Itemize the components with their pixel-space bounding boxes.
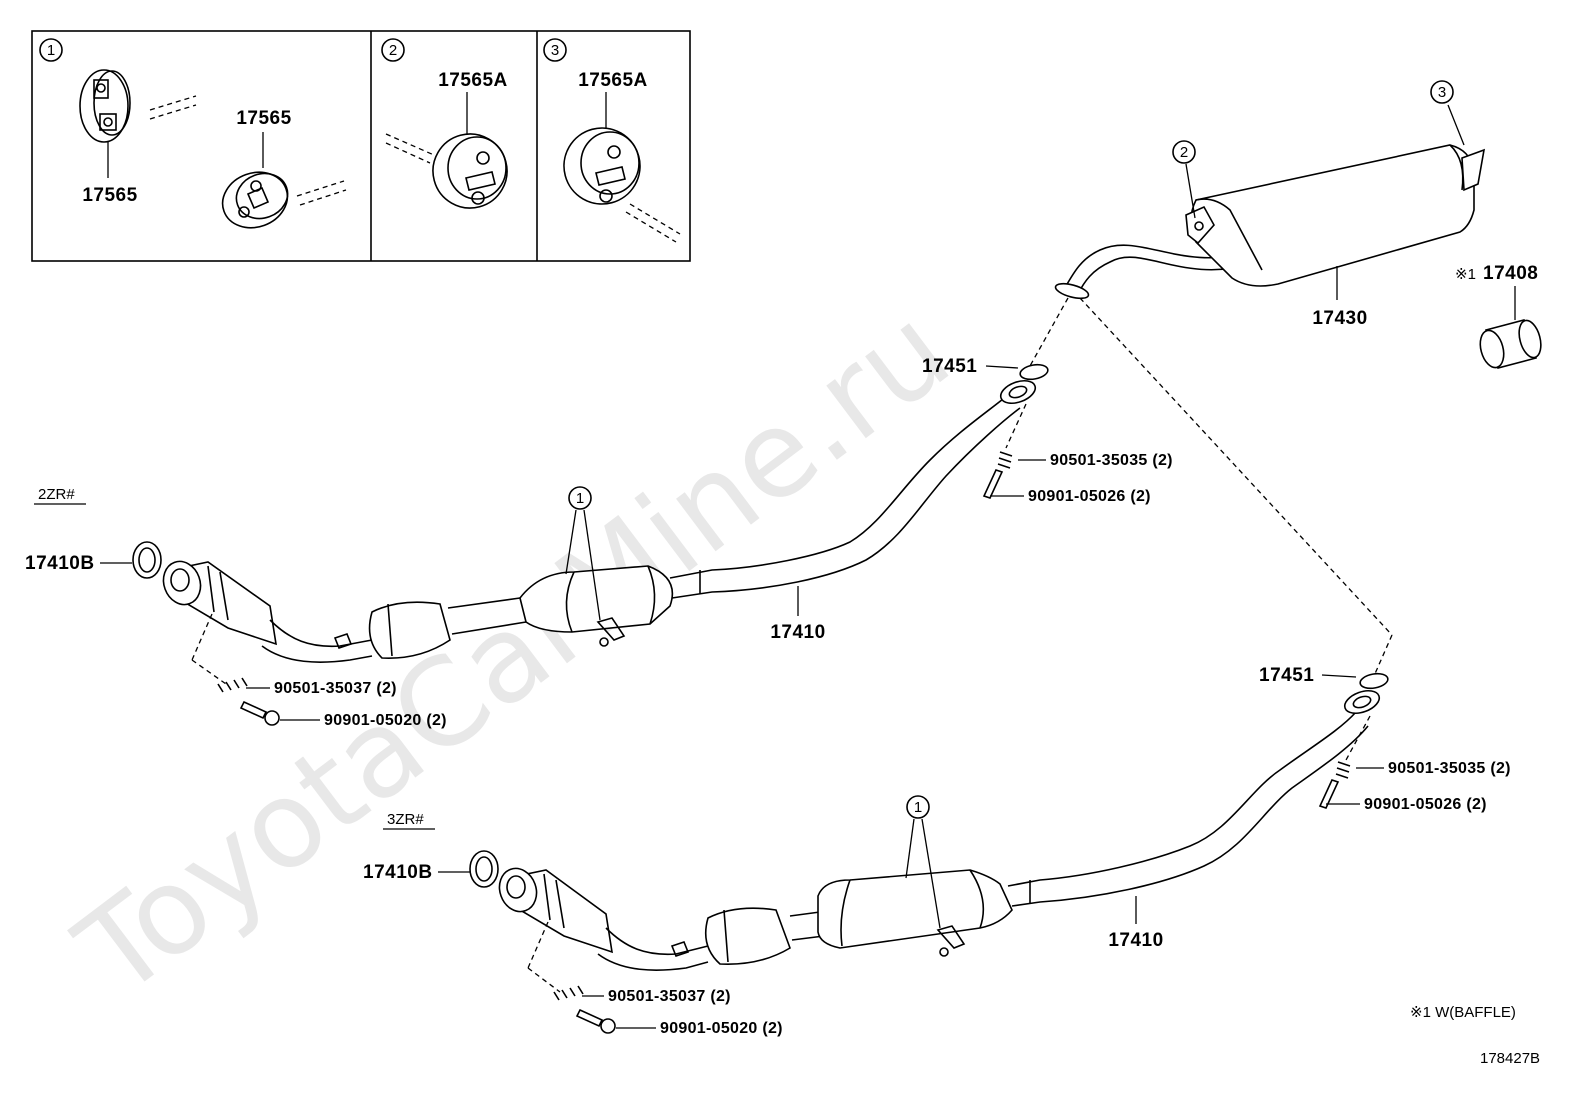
- marker-3-text: 3: [1438, 84, 1446, 101]
- inset-2: 2 17565A: [381, 38, 508, 209]
- part-label-17410-upper: 17410: [770, 622, 825, 643]
- marker-2: [1172, 140, 1196, 164]
- inset-3-marker-text: 3: [551, 42, 559, 59]
- front-pipe-upper: [162, 394, 1021, 663]
- inset-2-marker: [381, 38, 405, 62]
- part-label-90901-05026-lower: 90901-05026 (2): [1364, 796, 1487, 813]
- inset-1-marker-text: 1: [47, 42, 55, 59]
- part-label-17565A-inset-3: 17565A: [578, 70, 648, 91]
- part-label-17410-lower: 17410: [1108, 930, 1163, 951]
- rubber-hanger-tilted: [221, 171, 289, 229]
- spring-front-upper: [217, 677, 248, 693]
- part-label-17451-lower: 17451: [1259, 665, 1314, 686]
- part-label-17410B-lower: 17410B: [363, 862, 433, 883]
- hanger-inset-box: 1 17565: [31, 30, 691, 262]
- front-gasket-upper: [132, 541, 162, 579]
- part-label-17451-upper: 17451: [922, 356, 977, 377]
- bolt-front-upper: [239, 700, 268, 720]
- marker-2-text: 2: [1180, 144, 1188, 161]
- part-label-90501-35035-lower: 90501-35035 (2): [1388, 760, 1511, 777]
- spring-rear-upper: [997, 451, 1013, 469]
- inset-3-marker: [543, 38, 567, 62]
- part-label-17430: 17430: [1312, 308, 1367, 329]
- hanger-marker-lower: [906, 795, 930, 819]
- rubber-hanger-upright: [79, 69, 131, 143]
- rear-gasket-upper: [1019, 363, 1049, 381]
- part-label-90501-35037-upper: 90501-35037 (2): [274, 680, 397, 697]
- part-label-90501-35037-lower: 90501-35037 (2): [608, 988, 731, 1005]
- muffler-inlet-flange: [1054, 282, 1090, 300]
- rear-gasket-lower: [1359, 672, 1389, 690]
- part-label-17565-b: 17565: [236, 108, 291, 129]
- engine-label-2zr: 2ZR#: [38, 486, 75, 503]
- hanger-marker-upper: [568, 486, 592, 510]
- part-label-90501-35035-upper: 90501-35035 (2): [1050, 452, 1173, 469]
- hanger-marker-upper-text: 1: [576, 490, 584, 507]
- part-label-17565A-inset-2: 17565A: [438, 70, 508, 91]
- inset-1-marker: [39, 38, 63, 62]
- rubber-hanger-inset-3: [563, 127, 641, 205]
- part-label-17565-a: 17565: [82, 185, 137, 206]
- part-label-17408: 17408: [1483, 263, 1538, 284]
- rear-muffler-assembly: 3 2 17430: [1054, 80, 1486, 329]
- connection-line-muffler-lower: [1079, 297, 1393, 636]
- inset-3: 3 17565A: [543, 38, 681, 243]
- figure-id: 178427B: [1480, 1050, 1540, 1067]
- rear-flange-upper: [999, 379, 1037, 405]
- part-label-90901-05020-lower: 90901-05020 (2): [660, 1020, 783, 1037]
- spring-rear-lower: [1335, 761, 1351, 779]
- bolt-rear-upper: [982, 469, 1004, 499]
- bolt-rear-lower: [1318, 779, 1340, 809]
- marker-3: [1430, 80, 1454, 104]
- inset-2-marker-text: 2: [389, 42, 397, 59]
- tip-note-marker: ※1: [1455, 266, 1476, 283]
- part-label-90901-05020-upper: 90901-05020 (2): [324, 712, 447, 729]
- spring-front-lower: [553, 985, 584, 1001]
- exhaust-tip-baffle: ※1 17408: [1455, 263, 1542, 369]
- rear-flange-lower: [1343, 689, 1381, 715]
- footnote-baffle: ※1 W(BAFFLE): [1410, 1004, 1516, 1021]
- bolt-front-lower: [575, 1008, 604, 1028]
- front-gasket-lower: [469, 850, 499, 888]
- rubber-hanger-inset-2: [432, 133, 508, 209]
- hanger-marker-lower-text: 1: [914, 799, 922, 816]
- inset-1: 1 17565: [39, 38, 347, 229]
- part-label-17410B-upper: 17410B: [25, 553, 95, 574]
- upper-assembly-2zr: 2ZR# 17410B: [25, 356, 1173, 729]
- engine-label-3zr: 3ZR#: [387, 811, 424, 828]
- lower-assembly-3zr: 3ZR# 17410B: [363, 665, 1511, 1037]
- connection-line-muffler-upper: [1029, 297, 1069, 367]
- front-pipe-lower: [498, 711, 1369, 971]
- part-label-90901-05026-upper: 90901-05026 (2): [1028, 488, 1151, 505]
